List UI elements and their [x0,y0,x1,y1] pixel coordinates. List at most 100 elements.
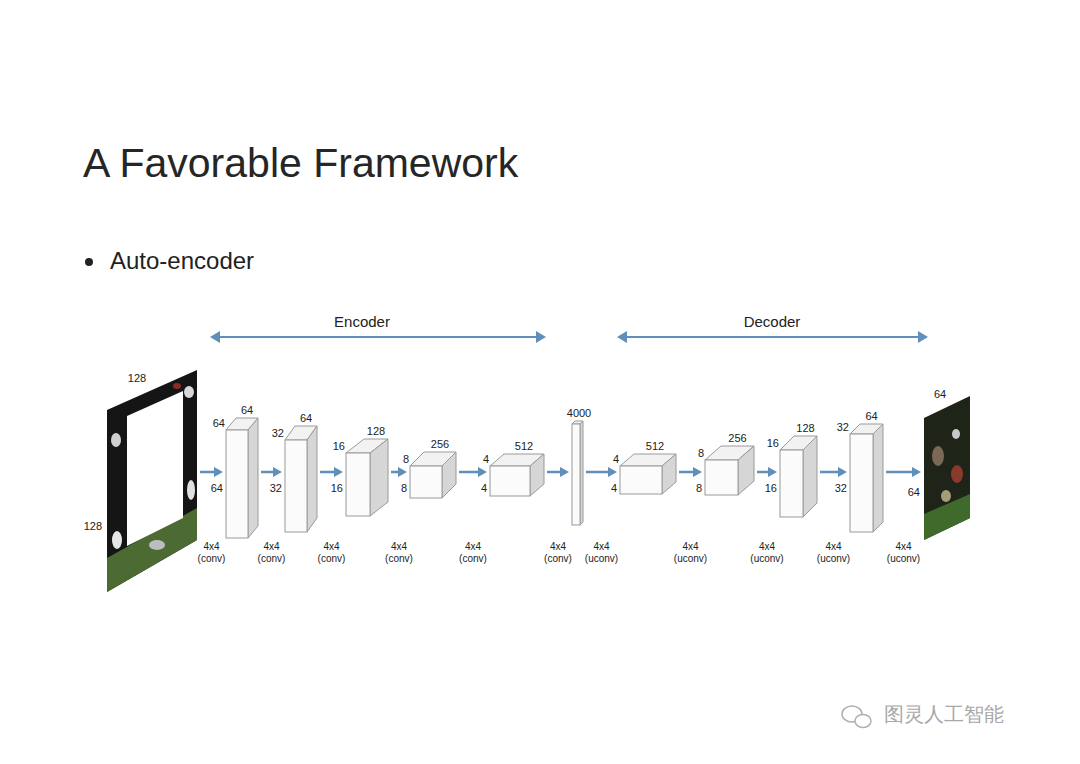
photo-detail [187,480,195,500]
output-image: 6464 [924,396,970,540]
operation-label: 4x4 (uconv) [750,541,783,565]
dimension-label: 4 [611,482,617,494]
photo-detail [111,433,121,447]
layer-block: 82568 [410,452,456,498]
flow-arrow [886,467,921,477]
operation-label: 4x4 (uconv) [817,541,850,565]
operation-label: 4x4 (uconv) [585,541,618,565]
operation-label: 4x4 (conv) [385,541,413,565]
dimension-label: 512 [515,440,533,452]
dimension-label: 64 [865,410,877,422]
block-shape [572,421,583,525]
block-front-face [346,453,370,516]
arrow-head [768,467,777,477]
watermark: 图灵人工智能 [884,703,1004,726]
arrow-shaft [261,471,275,474]
block-shape [705,446,754,495]
layer-block: 326432 [850,424,883,532]
arrow-head [478,467,487,477]
flow-arrow [586,467,617,477]
flow-arrow [757,467,777,477]
block-side-face [803,436,817,517]
encoder-span-arrow [210,331,546,343]
dimension-label: 16 [767,437,779,449]
layer-block: 1612816 [780,436,817,517]
slide-title: A Favorable Framework [83,140,518,187]
layer-block: 45124 [620,454,676,494]
flow-arrow [459,467,487,477]
arrow-head [398,467,407,477]
flow-arrow [679,467,702,477]
block-shape [285,426,317,532]
block-shape [620,454,676,494]
dimension-label: 4000 [567,407,591,419]
dimension-label: 32 [270,482,282,494]
arrow-shaft [200,471,216,474]
dimension-label: 16 [331,482,343,494]
operation-label: 4x4 (uconv) [674,541,707,565]
wechat-icon [842,706,871,728]
dimension-label: 512 [646,440,664,452]
dimension-label: 256 [431,438,449,450]
block-side-face [370,439,388,516]
arrow-shaft [586,471,610,474]
arrow-shaft [547,471,562,474]
operation-label: 4x4 (conv) [258,541,286,565]
bullet-text: Auto-encoder [110,247,254,275]
dimension-label: 64 [934,388,946,400]
dimension-label: 256 [728,432,746,444]
photo-illustration [107,370,197,592]
operation-label: 4x4 (conv) [318,541,346,565]
dimension-label: 128 [128,372,146,384]
operation-label: 4x4 (conv) [544,541,572,565]
arrow-head [912,467,921,477]
block-front-face [490,466,530,496]
photo-detail [952,429,960,439]
dimension-label: 8 [403,453,409,465]
masked-region [127,391,183,546]
arrow-head [693,467,702,477]
block-shape [490,454,544,496]
operation-label: 4x4 (conv) [198,541,226,565]
arrow-head [334,467,343,477]
photo-detail [173,383,181,389]
block-shape [226,418,258,538]
operation-label: 4x4 (conv) [459,541,487,565]
block-front-face [285,440,307,532]
dimension-label: 32 [272,427,284,439]
dimension-label: 128 [367,425,385,437]
arrow-shaft [320,471,336,474]
photo-detail [951,465,963,483]
dimension-label: 16 [333,440,345,452]
block-front-face [226,430,248,538]
layer-block: 1612816 [346,439,388,516]
code-bar: 4000 [572,421,583,525]
block-front-face [705,460,738,495]
photo-ground [924,396,970,540]
block-shape [780,436,817,517]
arrow-shaft [820,471,840,474]
flow-arrow [547,467,569,477]
block-side-face [442,452,456,498]
dimension-label: 64 [908,486,920,498]
dimension-label: 8 [698,447,704,459]
block-side-face [738,446,754,495]
dimension-label: 4 [483,453,489,465]
operation-label: 4x4 (uconv) [887,541,920,565]
layer-block: 82568 [705,446,754,495]
layer-block: 45124 [490,454,544,496]
section-label: Decoder [744,313,801,330]
block-side-face [662,454,676,494]
photo-detail [149,540,165,550]
block-shape [410,452,456,498]
dimension-label: 16 [765,482,777,494]
arrow-shaft [459,471,480,474]
bullet-dot [85,258,93,266]
block-front-face [410,466,442,498]
photo-detail [932,446,944,466]
block-side-face [248,418,258,538]
dimension-label: 64 [241,404,253,416]
dimension-label: 64 [300,412,312,424]
arrow-head [214,467,223,477]
dimension-label: 128 [796,422,814,434]
